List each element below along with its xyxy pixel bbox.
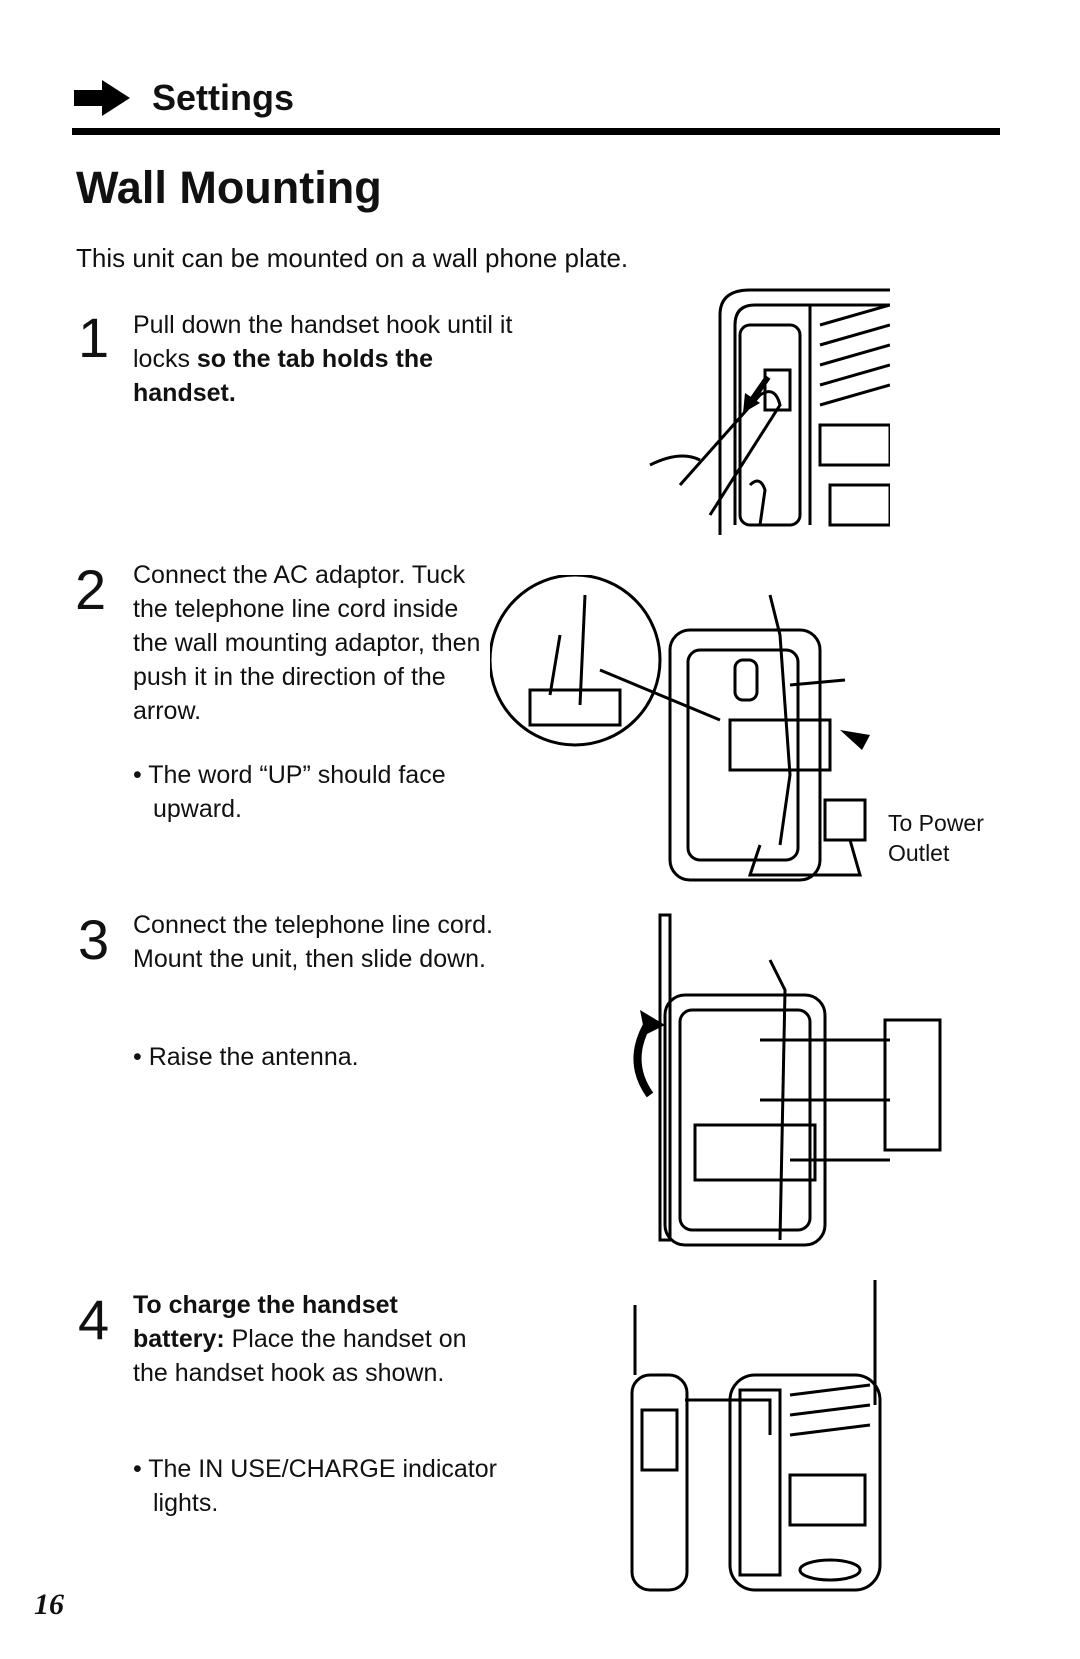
step-number: 2 bbox=[75, 558, 107, 621]
step-number: 1 bbox=[78, 306, 110, 369]
figure-mount-unit bbox=[610, 910, 950, 1250]
page-number: 16 bbox=[34, 1588, 64, 1621]
power-outlet-label: To Power Outlet bbox=[888, 810, 984, 866]
section-header: Settings bbox=[72, 68, 294, 128]
header-rule bbox=[72, 128, 1000, 135]
intro-text: This unit can be mounted on a wall phone… bbox=[76, 243, 629, 273]
right-arrow-icon bbox=[74, 80, 130, 116]
figure-ac-adaptor bbox=[490, 575, 900, 895]
step-text-bold: To charge the handset battery: bbox=[133, 1291, 398, 1353]
step-text-plain: Place the handset on the handset hook as… bbox=[133, 1325, 467, 1387]
step-number: 3 bbox=[78, 908, 110, 971]
bullet-note: • The word “UP” should face upward. bbox=[133, 761, 446, 823]
step-text: To charge the handset battery: Place the… bbox=[133, 1288, 493, 1390]
step-text-plain: Pull down the handset hook until it lock… bbox=[133, 311, 513, 373]
figure-charge-handset bbox=[630, 1275, 890, 1595]
step-number: 4 bbox=[78, 1288, 110, 1351]
bullet-note: • The IN USE/CHARGE indicator lights. bbox=[133, 1455, 497, 1517]
step-text: Connect the telephone line cord. Mount t… bbox=[133, 911, 493, 973]
step-text: Pull down the handset hook until it lock… bbox=[133, 308, 513, 410]
section-label: Settings bbox=[152, 77, 295, 118]
step-text-bold: so the tab holds the handset. bbox=[133, 345, 434, 407]
step-text: Connect the AC adaptor. Tuck the telepho… bbox=[133, 561, 481, 725]
bullet-note: • Raise the antenna. bbox=[133, 1043, 359, 1071]
figure-pull-down-hook bbox=[640, 285, 890, 555]
page-title: Wall Mounting bbox=[76, 162, 382, 213]
